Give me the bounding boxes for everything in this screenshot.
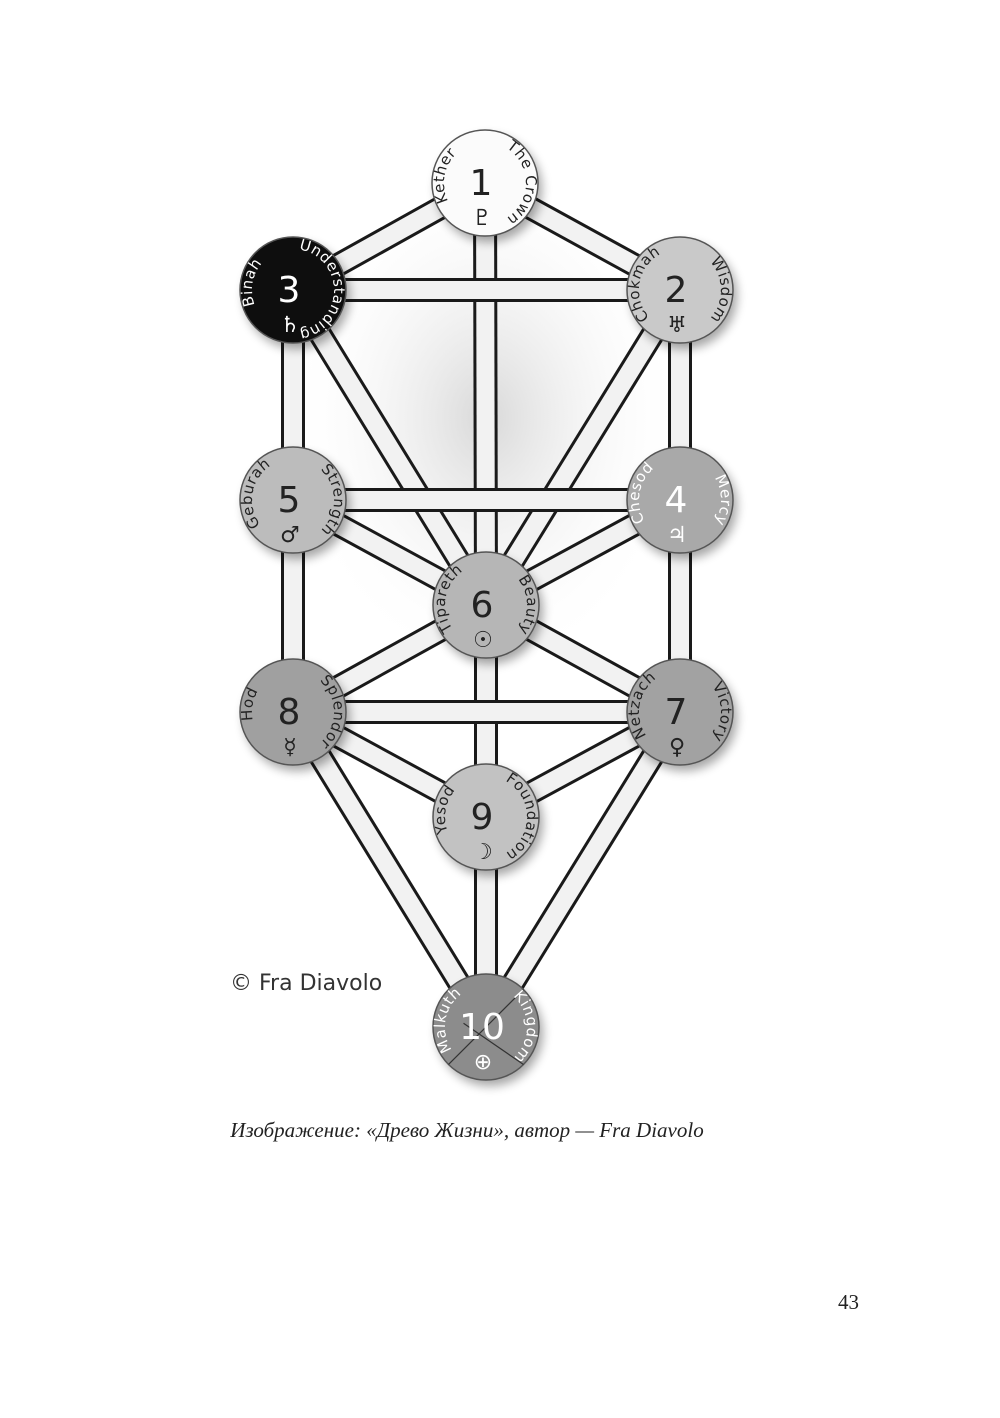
planet-symbol-icon: ☽ [473,840,493,865]
sephirah-number: 3 [278,270,301,311]
planet-symbol-icon: ♂ [280,523,300,548]
sephirah-number: 10 [459,1007,505,1048]
sephirah-name: Hod [238,684,262,721]
sephirah-circle [431,129,539,237]
figure-caption: Изображение: «Древо Жизни», автор — Fra … [230,1118,704,1142]
sephirah-circle [626,658,734,766]
planet-symbol-icon: ⊕ [474,1050,492,1075]
planet-symbol-icon: ♅ [667,313,687,338]
path-7-10 [475,705,691,1034]
path-1-6 [473,182,498,606]
path-8-10 [282,705,497,1034]
page-number: 43 [838,1290,859,1314]
path-3-6 [282,283,497,612]
sephirah-circle [239,446,347,554]
planet-symbol-icon: ♄ [280,313,300,338]
sephirah-number: 8 [278,692,301,733]
sephirah-number: 4 [665,480,688,521]
planet-symbol-icon: ♇ [472,206,492,231]
sephirah-circle [432,551,540,659]
sephirah-number: 6 [471,585,494,626]
planet-symbol-icon: ♃ [667,523,687,548]
sephirah-circle [626,446,734,554]
sephirah-circle [432,763,540,871]
sephirah-circle [626,236,734,344]
planet-symbol-icon: ☉ [473,628,493,653]
sephirah-circle [239,658,347,766]
sephirah-number: 9 [471,797,494,838]
sephirah-circle [239,236,347,344]
planet-symbol-icon: ☿ [283,735,297,760]
copyright-notice: © Fra Diavolo [230,971,382,996]
planet-symbol-icon: ♀ [669,735,685,760]
sephirah-number: 1 [470,163,493,204]
sephirah-number: 7 [665,692,688,733]
path-2-6 [475,283,691,612]
sephirah-number: 5 [278,480,301,521]
sephirah-number: 2 [665,270,688,311]
